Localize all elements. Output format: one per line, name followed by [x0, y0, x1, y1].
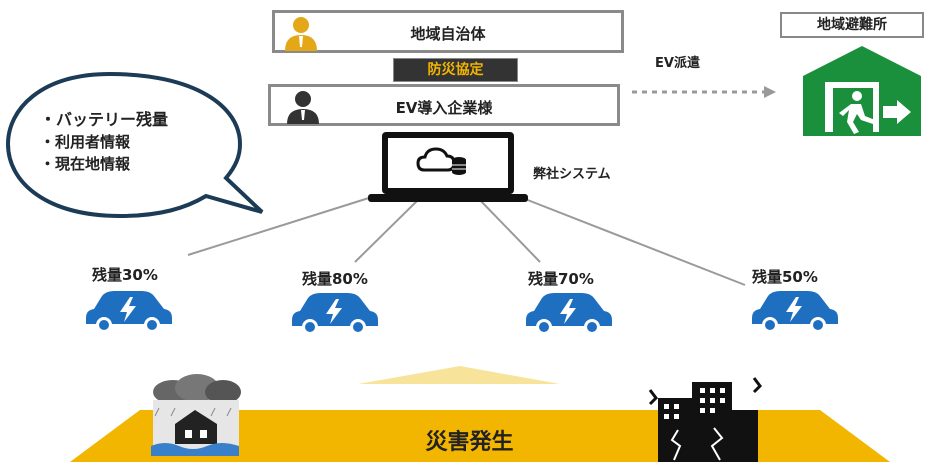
ev-company-box: EV導入企業様 — [268, 84, 620, 126]
local-gov-label: 地域自治体 — [410, 25, 486, 43]
car-3-battery-label: 残量70% — [528, 270, 594, 288]
dark-person-icon — [287, 91, 319, 124]
car-4-battery-label: 残量50% — [752, 268, 818, 286]
disaster-label: 災害発生 — [425, 430, 514, 455]
info-item-location: ・現在地情報 — [40, 155, 131, 173]
gold-person-icon — [285, 17, 317, 51]
car-1-battery-label: 残量30% — [92, 266, 158, 284]
ev-car-2-icon — [292, 293, 378, 335]
ev-car-3-icon — [526, 293, 612, 335]
agreement-label: 防災協定 — [427, 62, 484, 78]
agreement-badge: 防災協定 — [393, 58, 518, 82]
shelter-label: 地域避難所 — [817, 17, 887, 33]
dispatch-arrowhead — [764, 86, 776, 98]
link-car-1 — [187, 196, 373, 256]
info-item-user: ・利用者情報 — [40, 133, 131, 151]
car-2-battery-label: 残量80% — [302, 270, 368, 288]
emergency-exit-icon — [803, 46, 921, 136]
info-bubble-shape — [5, 71, 264, 219]
shelter-title-box: 地域避難所 — [780, 12, 924, 38]
flood-storm-icon — [151, 374, 241, 456]
info-item-battery: ・バッテリー残量 — [40, 110, 169, 129]
link-car-2 — [354, 197, 421, 263]
ev-company-label: EV導入企業様 — [395, 99, 493, 117]
system-label: 弊社システム — [533, 167, 611, 182]
cloud-database-icon — [416, 147, 466, 175]
info-list: ・バッテリー残量 ・利用者情報 ・現在地情報 — [40, 109, 168, 175]
link-car-3 — [477, 197, 541, 263]
dispatch-label: EV派遣 — [655, 56, 700, 71]
upward-triangle — [358, 366, 560, 384]
ev-car-1-icon — [86, 291, 172, 333]
ev-car-4-icon — [752, 291, 838, 333]
link-car-4 — [519, 196, 746, 286]
local-gov-box: 地域自治体 — [272, 10, 624, 53]
laptop-icon — [368, 132, 528, 202]
earthquake-buildings-icon — [648, 377, 762, 462]
